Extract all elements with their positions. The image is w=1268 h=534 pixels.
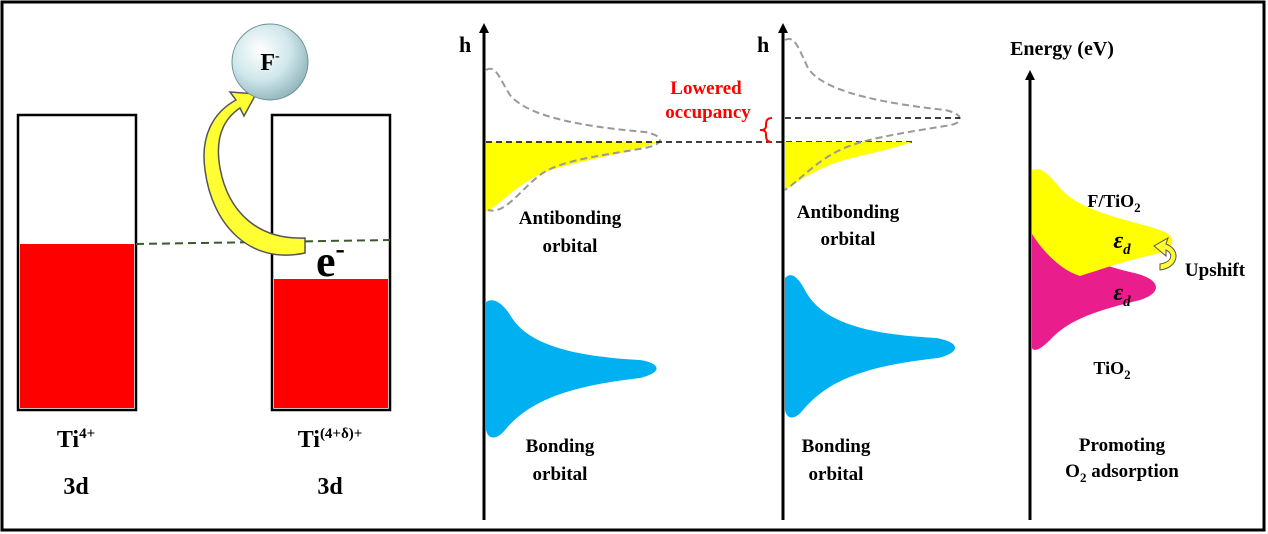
bonding-orbital-peak: [486, 300, 657, 438]
lowered-occupancy-label: Lowered: [670, 78, 742, 99]
fermi-level-dash: [135, 239, 391, 245]
f-tio2-label: F/TiO2: [1087, 191, 1140, 215]
antibonding-filled-part: [785, 142, 912, 190]
electron-transfer-arrow: [203, 91, 306, 256]
ti-delta-label: Ti(4+δ)+: [298, 426, 363, 453]
fluoride-ion-sphere: [231, 23, 309, 101]
promoting-label: Promoting: [1079, 435, 1166, 456]
bonding-label-line2: orbital: [809, 464, 864, 485]
panel-pristine-dos: h Antibonding orbital Bonding orbital: [459, 23, 913, 520]
lowered-occupancy-label-line2: occupancy: [665, 102, 751, 123]
f-tio2-d-band: [1032, 169, 1173, 276]
bonding-label: Bonding: [526, 436, 595, 457]
antibonding-label: Antibonding: [797, 202, 900, 223]
ti-delta-filled-states: [274, 279, 388, 408]
panel-ti-3d-bands: F- e- Ti4+ 3d Ti(4+δ)+ 3d: [16, 23, 392, 500]
fluoride-ion-label: F-: [260, 49, 280, 76]
ti4-filled-states: [20, 244, 134, 408]
energy-axis-label: Energy (eV): [1010, 38, 1114, 60]
occupancy-bracket: [759, 117, 773, 143]
antibonding-filled-part: [486, 142, 658, 212]
dos-axis-label: h: [757, 32, 769, 57]
upshift-label: Upshift: [1185, 260, 1246, 281]
ti-delta-orbital-label: 3d: [317, 474, 343, 500]
antibonding-label: Antibonding: [519, 208, 622, 229]
antibonding-label-line2: orbital: [821, 229, 876, 250]
ti4-label: Ti4+: [57, 426, 95, 453]
ti4-orbital-label: 3d: [63, 474, 89, 500]
electron-label: e-: [316, 234, 345, 286]
antibonding-label-line2: orbital: [543, 236, 598, 257]
panel-doped-dos: h Lowered occupancy Antibonding orbital …: [665, 23, 961, 520]
antibonding-outline: [485, 67, 661, 212]
dos-axis-label: h: [459, 32, 471, 57]
panel-d-band-center: Energy (eV) F/TiO2 εd εd Upshift TiO2 Pr…: [1010, 38, 1246, 520]
upshift-arrow: [1153, 236, 1177, 271]
tio2-label: TiO2: [1093, 358, 1130, 382]
bonding-orbital-peak: [785, 275, 956, 418]
bonding-label-line2: orbital: [533, 464, 588, 485]
o2-adsorption-label: O2 adsorption: [1065, 461, 1179, 485]
epsilon-d-lower: εd: [1113, 280, 1131, 310]
epsilon-d-upper: εd: [1113, 228, 1131, 258]
bonding-label: Bonding: [802, 436, 871, 457]
